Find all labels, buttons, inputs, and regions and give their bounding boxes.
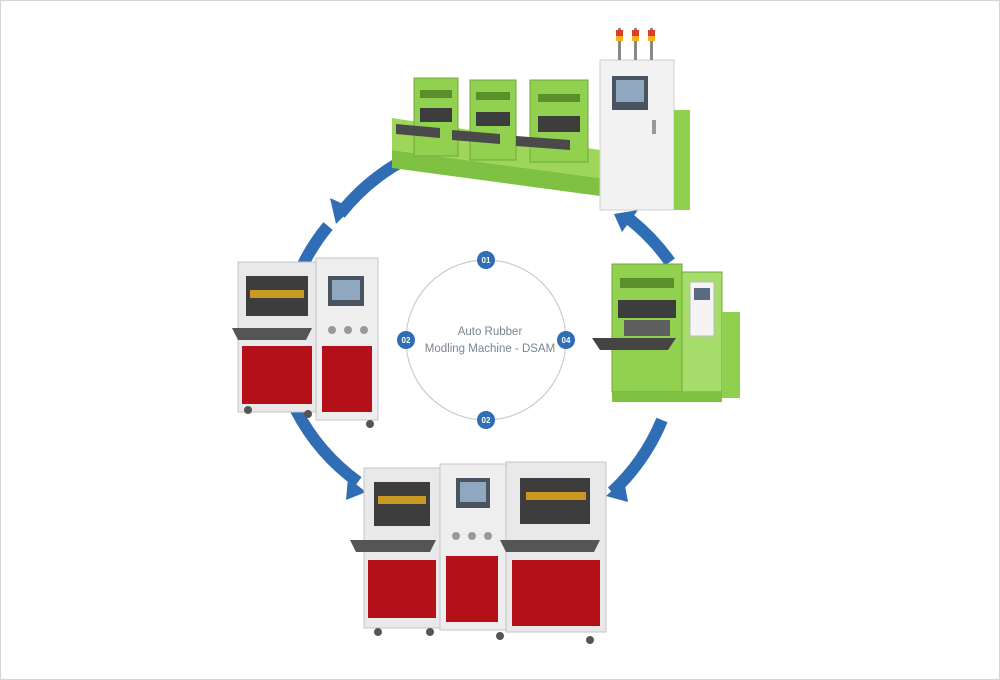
- chevron-bottom-arrow: [346, 478, 366, 500]
- red-white-double-press-machine: [350, 461, 607, 644]
- arrow-left-to-bottom: [290, 407, 362, 487]
- step-badge-right-label: 04: [562, 336, 571, 345]
- center-caption-line2: Modling Machine - DSAM: [424, 343, 556, 355]
- step-badge-right: 04: [557, 331, 575, 349]
- three-station-green-press-machine: [392, 28, 690, 211]
- chevron-right-arrow: [606, 480, 628, 502]
- chevron-left-arrow: [330, 198, 352, 224]
- step-badge-bottom-label: 02: [482, 416, 491, 425]
- step-badge-left: 02: [397, 331, 415, 349]
- step-badge-top-label: 01: [482, 256, 491, 265]
- center-caption-line1: Auto Rubber: [457, 326, 523, 338]
- chevron-top-right-arrow: [614, 210, 638, 232]
- step-badge-bottom: 02: [477, 411, 495, 429]
- arrow-chevrons: [330, 198, 638, 502]
- arrow-right-to-top: [624, 213, 675, 266]
- step-badge-top: 01: [477, 251, 495, 269]
- red-white-single-press-machine: [232, 257, 379, 428]
- single-green-press-machine: [592, 263, 740, 402]
- center-caption: Auto Rubber Modling Machine - DSAM: [408, 324, 572, 358]
- step-badge-left-label: 02: [402, 336, 411, 345]
- arrow-bottom-to-right: [607, 417, 668, 497]
